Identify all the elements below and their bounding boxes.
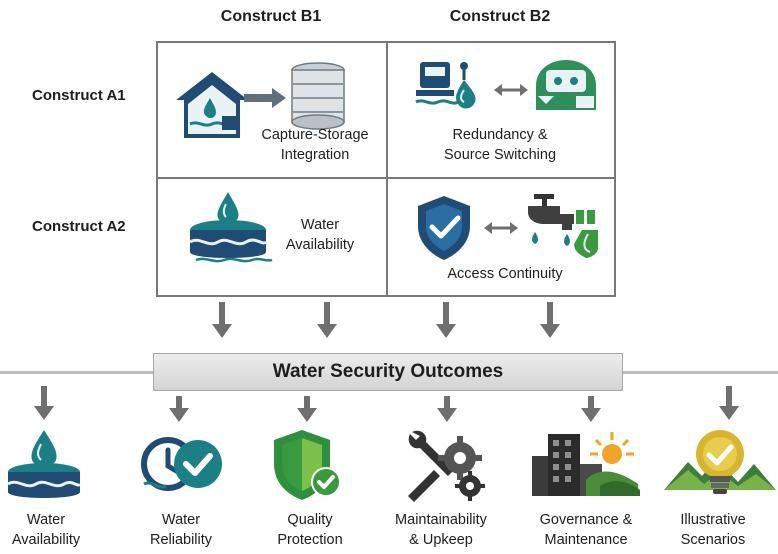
outcome-label-6: Illustrative Scenarios (648, 510, 778, 550)
down-arrow-1 (212, 302, 232, 338)
lightbulb-mountains-icon (664, 430, 776, 494)
cell-a1b1-line2: Integration (280, 147, 350, 163)
down-arrow-2 (317, 302, 337, 338)
outcome-arrow-3 (297, 396, 317, 422)
city-sun-icon (532, 432, 640, 496)
outcome-5-line1: Governance & (539, 512, 633, 528)
outcomes-band: Water Security Outcomes (153, 353, 623, 391)
outcome-1-line1: Water (26, 512, 66, 528)
band-line-left (0, 371, 155, 374)
outcome-label-2: Water Reliability (116, 510, 246, 550)
cell-a1b2-label: Redundancy & Source Switching (425, 125, 575, 165)
grid-divider-horizontal (156, 177, 616, 179)
cell-a1b1-label: Capture-Storage Integration (240, 125, 390, 165)
row-header-a2: Construct A2 (32, 218, 126, 235)
outcome-6-line2: Scenarios (680, 532, 746, 548)
cell-a2b1-line2: Availability (285, 237, 355, 253)
outcome-3-line1: Quality (287, 512, 333, 528)
outcome-5-line2: Maintenance (544, 532, 628, 548)
column-header-b2: Construct B2 (449, 8, 551, 25)
down-arrow-4 (540, 302, 560, 338)
column-header-b1: Construct B1 (220, 8, 322, 25)
shield-tap-icon (418, 194, 598, 260)
outcome-arrow-4 (437, 396, 457, 422)
house-to-tank-icon (176, 62, 345, 138)
outcome-label-3: Quality Protection (245, 510, 375, 550)
clock-check-icon (141, 437, 222, 491)
outcome-6-line1: Illustrative (680, 512, 746, 528)
row-header-a1: Construct A1 (32, 87, 126, 104)
cell-a1b1-line1: Capture-Storage (261, 127, 369, 143)
outcome-arrow-1 (34, 386, 54, 420)
outcome-4-line1: Maintainability (395, 512, 487, 528)
band-line-right (621, 371, 778, 374)
outcome-1-line2: Availability (11, 532, 81, 548)
wrench-gears-icon (408, 430, 485, 502)
grid-divider-vertical (386, 41, 388, 297)
outcome-arrow-2 (169, 396, 189, 422)
cell-a1b2-line1: Redundancy & (452, 127, 548, 143)
source-switch-icon (415, 60, 596, 110)
outcome-label-1: Water Availability (0, 510, 111, 550)
outcome-2-line1: Water (161, 512, 201, 528)
outcome-arrow-6 (719, 386, 739, 420)
outcome-3-line2: Protection (277, 532, 343, 548)
cell-a2b2-label: Access Continuity (447, 266, 563, 282)
outcome-label-4: Maintainability & Upkeep (376, 510, 506, 550)
water-reservoir-icon (189, 192, 273, 263)
cell-a2b1-line1: Water (300, 217, 340, 233)
reservoir-drop-icon (7, 430, 82, 498)
cell-a1b2-line2: Source Switching (443, 147, 557, 163)
outcome-label-5: Governance & Maintenance (521, 510, 651, 550)
shield-check-icon (274, 430, 341, 500)
cell-a2b1-label: Water Availability (270, 215, 370, 255)
outcome-4-line2: & Upkeep (409, 532, 473, 548)
down-arrow-3 (436, 302, 456, 338)
outcome-2-line2: Reliability (149, 532, 213, 548)
outcome-arrow-5 (581, 396, 601, 422)
outcomes-band-title: Water Security Outcomes (272, 361, 504, 382)
